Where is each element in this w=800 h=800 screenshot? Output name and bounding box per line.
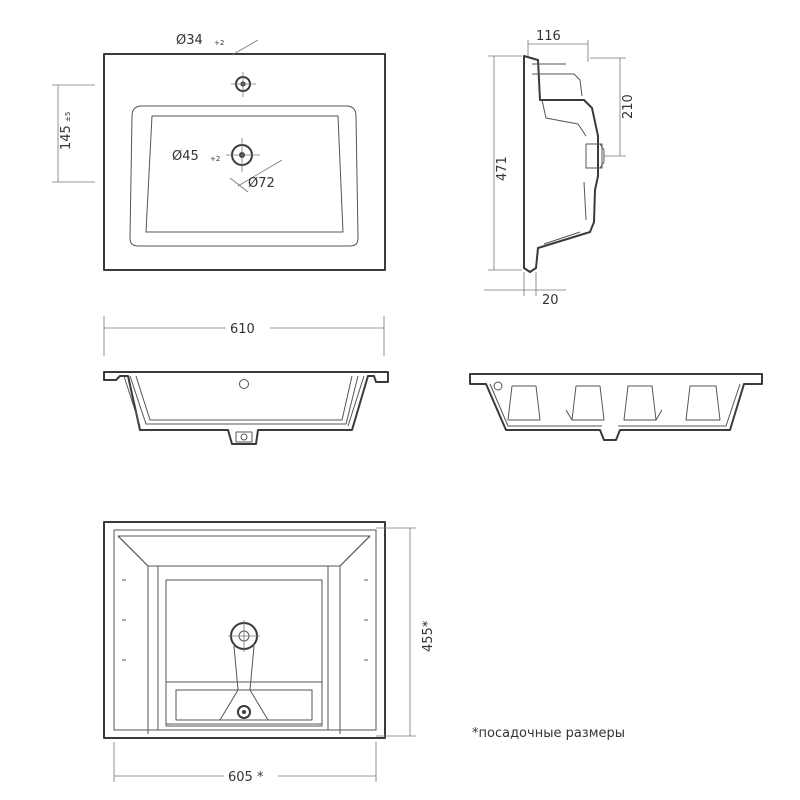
dim-faucet-hole: Ø34 xyxy=(176,33,203,48)
dim-overall-height: 145 xyxy=(59,125,74,150)
side-drain-outlet xyxy=(585,143,603,169)
section-overflow-hole xyxy=(493,381,503,391)
dim-mount-width: 605 * xyxy=(228,770,264,785)
section-rib-4 xyxy=(685,385,721,421)
bowl-inner-edge xyxy=(145,115,344,233)
bottom-view-outline xyxy=(103,521,386,739)
bottom-rim-top xyxy=(117,535,371,567)
faucet-hole-leader xyxy=(231,39,259,56)
dim-side-drain-offset: 210 xyxy=(621,94,636,119)
dim-drain-hole: Ø45 xyxy=(172,149,199,164)
bottom-faucet-hole xyxy=(237,705,251,719)
dim-overall-height-tol: ±5 xyxy=(64,112,72,122)
bottom-drain-channel xyxy=(219,645,269,721)
front-drain-stub xyxy=(235,431,253,443)
bottom-front-pad xyxy=(165,681,323,727)
side-section-outline xyxy=(469,373,763,441)
front-view-outline xyxy=(103,371,389,445)
dim-mount-depth: 455* xyxy=(421,620,436,652)
dim-front-width: 610 xyxy=(230,322,255,337)
front-view: 610 xyxy=(103,316,389,445)
dim-drain-hole-tol: +2 xyxy=(210,155,220,163)
bottom-base xyxy=(157,565,329,731)
dim-side-bottom: 20 xyxy=(542,293,559,308)
dim-drain-ring: Ø72 xyxy=(248,176,275,191)
front-view-inner-lines xyxy=(123,375,365,427)
dim-faucet-hole-tol: +2 xyxy=(214,39,224,47)
bottom-view: 455* 605 * xyxy=(103,521,436,785)
top-view-outline xyxy=(103,53,386,271)
side-section-view xyxy=(469,373,763,441)
dim-side-top-depth: 116 xyxy=(536,29,561,44)
side-view: 116 210 471 20 xyxy=(484,29,636,308)
bowl-outer-edge xyxy=(129,105,359,247)
drain-ring-leader xyxy=(237,159,283,187)
section-rib-3 xyxy=(623,385,657,421)
side-view-outline xyxy=(523,55,599,273)
front-overflow-hole xyxy=(239,379,249,389)
mounting-note: *посадочные размеры xyxy=(472,726,625,741)
top-view: Ø34 +2 Ø45 +2 Ø72 145 ±5 xyxy=(52,33,386,271)
dim-side-length: 471 xyxy=(495,156,510,181)
section-rib-2 xyxy=(571,385,605,421)
section-rib-1 xyxy=(507,385,541,421)
